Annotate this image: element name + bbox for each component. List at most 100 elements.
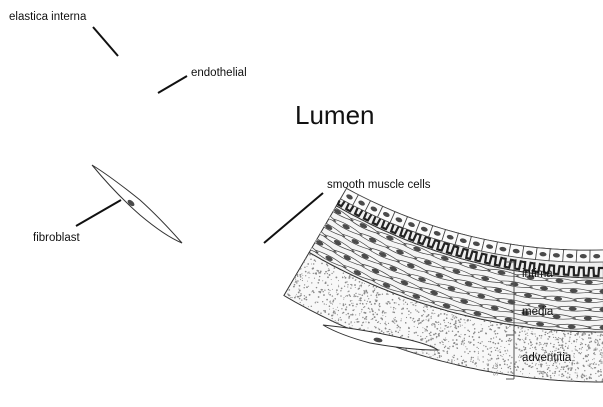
stipple-dot: [453, 357, 454, 358]
stipple-dot: [309, 254, 311, 256]
stipple-dot: [542, 347, 544, 349]
stipple-dot: [578, 352, 580, 354]
stipple-dot: [595, 363, 596, 364]
smooth-muscle-cell-body: [296, 185, 329, 209]
stipple-dot: [537, 371, 539, 373]
stipple-dot: [389, 333, 391, 335]
stipple-dot: [566, 377, 567, 378]
smooth-muscle-cell: [303, 200, 337, 223]
stipple-dot: [341, 308, 342, 309]
stipple-dot: [368, 286, 369, 287]
stipple-dot: [508, 340, 510, 342]
smooth-muscle-leader: [264, 193, 323, 243]
stipple-dot: [318, 296, 320, 298]
stipple-dot: [461, 341, 463, 343]
stipple-dot: [556, 366, 557, 367]
stipple-dot: [598, 364, 599, 365]
stipple-dot: [417, 310, 418, 311]
stipple-dot: [525, 334, 526, 335]
stipple-dot: [576, 377, 577, 378]
stipple-dot: [495, 333, 497, 335]
stipple-dot: [338, 286, 339, 287]
stipple-dot: [338, 280, 339, 281]
stipple-dot: [539, 344, 540, 345]
stipple-dot: [433, 334, 435, 336]
stipple-dot: [364, 306, 365, 307]
stipple-dot: [352, 305, 354, 307]
stipple-dot: [299, 274, 301, 276]
stipple-dot: [481, 324, 482, 325]
stipple-dot: [374, 316, 376, 318]
stipple-dot: [290, 297, 291, 298]
stipple-dot: [473, 357, 474, 358]
stipple-dot: [499, 327, 501, 329]
stipple-dot: [520, 357, 521, 358]
smooth-muscle-nucleus: [289, 223, 298, 231]
stipple-dot: [510, 371, 512, 373]
stipple-dot: [355, 293, 356, 294]
stipple-dot: [434, 351, 435, 352]
stipple-dot: [391, 332, 393, 334]
stipple-dot: [333, 299, 335, 301]
stipple-dot: [489, 360, 490, 361]
stipple-dot: [415, 303, 416, 304]
stipple-dot: [475, 362, 477, 364]
stipple-dot: [323, 294, 325, 296]
stipple-dot: [418, 311, 419, 312]
stipple-dot: [299, 298, 301, 300]
stipple-dot: [308, 306, 309, 307]
stipple-dot: [478, 336, 480, 338]
stipple-dot: [480, 342, 482, 344]
stipple-dot: [349, 276, 351, 278]
stipple-dot: [365, 312, 367, 314]
stipple-dot: [558, 344, 560, 346]
stipple-dot: [311, 263, 312, 264]
stipple-dot: [532, 347, 533, 348]
stipple-dot: [496, 347, 498, 349]
stipple-dot: [534, 333, 535, 334]
stipple-dot: [320, 271, 322, 273]
stipple-dot: [350, 300, 351, 301]
stipple-dot: [569, 376, 571, 378]
stipple-dot: [431, 317, 432, 318]
smooth-muscle-nucleus: [281, 206, 290, 214]
stipple-dot: [504, 350, 506, 352]
stipple-dot: [568, 346, 569, 347]
smooth-muscle-cell-body: [303, 200, 337, 223]
stipple-dot: [408, 336, 410, 338]
stipple-dot: [396, 302, 397, 303]
stipple-dot: [407, 304, 408, 305]
stipple-dot: [297, 280, 299, 282]
stipple-dot: [546, 343, 548, 345]
stipple-dot: [345, 296, 346, 297]
stipple-dot: [314, 278, 315, 279]
stipple-dot: [488, 360, 489, 361]
stipple-dot: [466, 348, 467, 349]
stipple-dot: [601, 363, 602, 364]
stipple-dot: [452, 316, 453, 317]
stipple-dot: [340, 317, 341, 318]
stipple-dot: [371, 309, 372, 310]
stipple-dot: [374, 326, 375, 327]
stipple-dot: [541, 335, 543, 337]
stipple-dot: [575, 349, 576, 350]
stipple-dot: [332, 318, 333, 319]
stipple-dot: [546, 345, 548, 347]
stipple-dot: [434, 313, 435, 314]
stipple-dot: [576, 363, 578, 365]
stipple-dot: [410, 302, 411, 303]
stipple-dot: [595, 339, 597, 341]
stipple-dot: [441, 341, 442, 342]
stipple-dot: [583, 334, 584, 335]
stipple-dot: [556, 332, 557, 333]
stipple-dot: [549, 370, 550, 371]
stipple-dot: [552, 334, 553, 335]
stipple-dot: [594, 358, 595, 359]
stipple-dot: [470, 361, 471, 362]
stipple-dot: [564, 334, 566, 336]
stipple-dot: [491, 347, 492, 348]
smooth-muscle-nucleus: [306, 223, 315, 231]
stipple-dot: [429, 333, 430, 334]
stipple-dot: [508, 359, 509, 360]
stipple-dot: [581, 348, 582, 349]
